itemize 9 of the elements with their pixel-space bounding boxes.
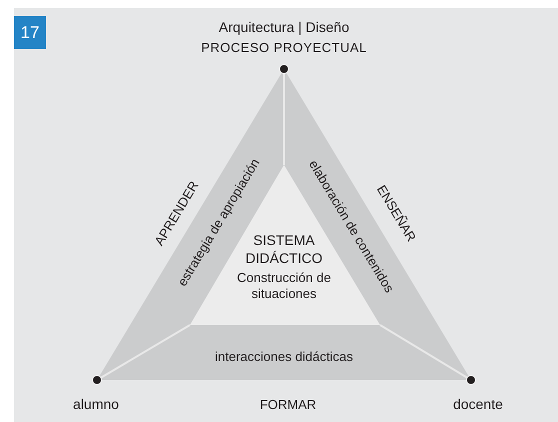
vertex-label: PROCESO PROYECTUAL xyxy=(200,39,368,57)
figure-number-badge: 17 xyxy=(14,16,46,49)
vertex-label: Arquitectura | Diseño xyxy=(218,18,350,37)
band-label: interacciones didácticas xyxy=(214,348,354,366)
side-label: FORMAR xyxy=(258,396,318,414)
center-title: SISTEMA DIDÁCTICO xyxy=(244,231,324,267)
center-text: Construcción de situaciones xyxy=(236,270,332,302)
vertex-label: alumno xyxy=(72,395,120,414)
vertex-label: docente xyxy=(452,395,504,414)
